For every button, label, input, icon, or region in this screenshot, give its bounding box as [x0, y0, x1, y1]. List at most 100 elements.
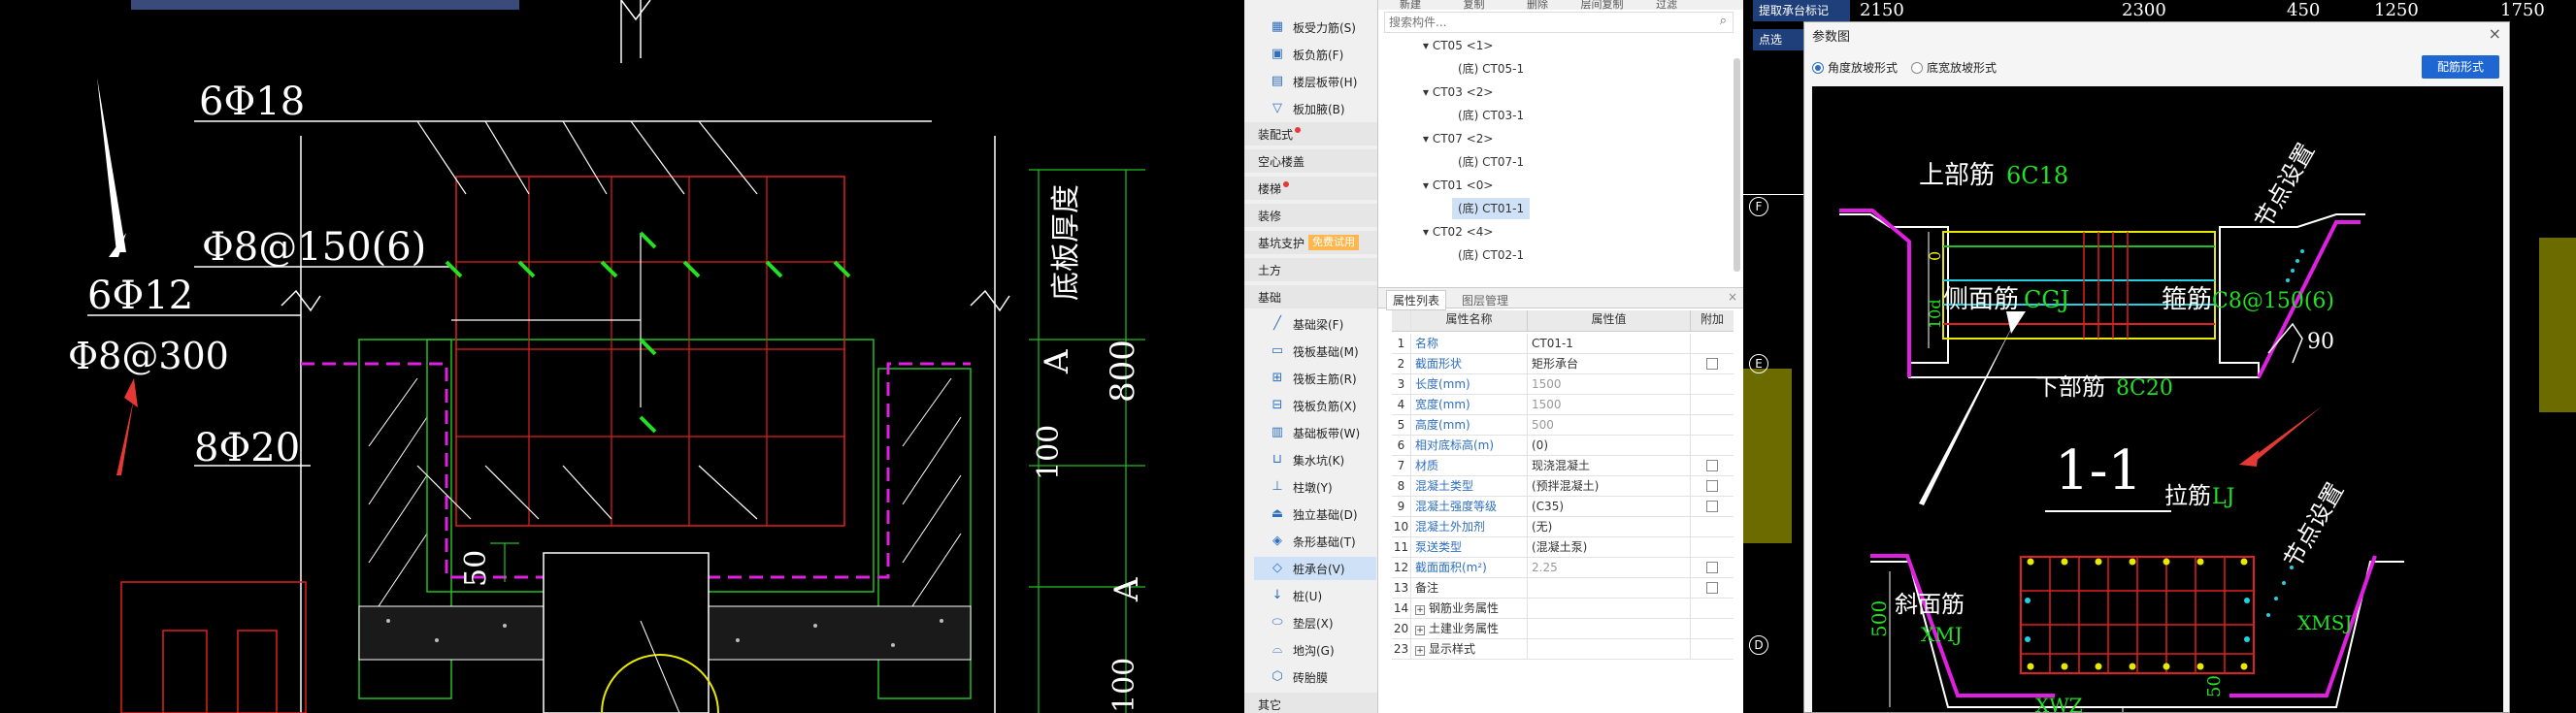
category-hollow-floor[interactable]: 空心楼盖: [1244, 149, 1377, 173]
tool-item-strip-footing[interactable]: ◈条形基础(T): [1254, 530, 1376, 553]
tree-item-ct02-1[interactable]: (底) CT02-1: [1458, 248, 1525, 262]
add-checkbox[interactable]: [1706, 358, 1718, 370]
tool-item-column-pier[interactable]: ⊥柱墩(Y): [1254, 475, 1376, 499]
tool-item-raft-foundation[interactable]: ▭筏板基础(M): [1271, 343, 1359, 359]
category-prefab[interactable]: 装配式: [1244, 122, 1377, 146]
tab-properties[interactable]: 属性列表: [1386, 290, 1447, 310]
close-icon[interactable]: ×: [2488, 24, 2501, 43]
prop-add-cell: [1691, 476, 1734, 496]
free-trial-tag[interactable]: 免费试用: [1308, 235, 1360, 250]
add-checkbox[interactable]: [1706, 562, 1718, 573]
strip-footing-icon: ◈: [1272, 534, 1282, 548]
tool-item-trench[interactable]: ⌓地沟(G): [1254, 638, 1376, 662]
prop-value[interactable]: (0): [1528, 436, 1691, 455]
category-other[interactable]: 其它: [1244, 693, 1377, 713]
prop-value[interactable]: 矩形承台: [1528, 354, 1691, 373]
toolbar-filter[interactable]: 过滤: [1656, 0, 1677, 10]
prop-value[interactable]: 现浇混凝土: [1528, 456, 1691, 475]
tree-item-ct03-1[interactable]: (底) CT03-1: [1458, 109, 1525, 122]
prop-value[interactable]: 1500: [1528, 374, 1691, 394]
prop-value[interactable]: (预拌混凝土): [1528, 476, 1691, 496]
prop-value[interactable]: [1528, 619, 1691, 638]
tree-group-ct05[interactable]: ▾ CT05 <1>: [1423, 39, 1494, 52]
radio-bottom-width-slope[interactable]: 底宽放坡形式: [1911, 59, 1997, 76]
tool-item-isolated-footing[interactable]: ⏏独立基础(D): [1271, 506, 1358, 522]
prop-value[interactable]: CT01-1: [1528, 334, 1691, 353]
tool-item-slab-rebar[interactable]: ▦板受力筋(S): [1271, 19, 1356, 35]
tab-layers[interactable]: 图层管理: [1462, 294, 1509, 308]
category-stairs[interactable]: 楼梯: [1244, 177, 1377, 200]
tool-item-raft-negative-rebar[interactable]: ⊟筏板负筋(X): [1254, 394, 1376, 417]
config-rebar-button[interactable]: 配筋形式: [2422, 55, 2499, 79]
prop-value[interactable]: [1528, 578, 1691, 598]
prop-value[interactable]: (混凝土泵): [1528, 537, 1691, 557]
tool-item-slab-haunch[interactable]: ▽板加腋(B): [1254, 97, 1376, 120]
prop-value[interactable]: 2.25: [1528, 558, 1691, 577]
search-input[interactable]: [1385, 13, 1696, 32]
tree-item-ct05-1[interactable]: (底) CT05-1: [1458, 62, 1525, 76]
add-checkbox[interactable]: [1706, 501, 1718, 512]
toolbar-new[interactable]: 新建: [1400, 0, 1421, 10]
tree-item-ct01-1-selected[interactable]: (底) CT01-1: [1452, 198, 1531, 219]
add-checkbox[interactable]: [1706, 460, 1718, 471]
search-icon[interactable]: ⌕: [1719, 14, 1727, 28]
tool-item-foundation-band[interactable]: ▥基础板带(W): [1271, 425, 1361, 440]
tool-item-sump-pit[interactable]: ⊔集水坑(K): [1254, 448, 1376, 471]
category-foundation[interactable]: 基础: [1244, 285, 1377, 308]
table-row[interactable]: 14+钢筋业务属性: [1392, 599, 1734, 619]
add-checkbox[interactable]: [1706, 480, 1718, 492]
tree-item-ct07-1[interactable]: (底) CT07-1: [1458, 155, 1525, 169]
prop-value[interactable]: 500: [1528, 415, 1691, 435]
tree-group-ct01[interactable]: ▾ CT01 <0>: [1423, 178, 1494, 192]
tree-scrollbar[interactable]: [1734, 58, 1740, 272]
tool-item-pile[interactable]: ↓桩(U): [1254, 584, 1376, 607]
tool-item-floor-slab-band[interactable]: ▤楼层板带(H): [1271, 74, 1358, 89]
close-icon[interactable]: ×: [1727, 290, 1737, 304]
prop-name: 名称: [1411, 334, 1528, 353]
radio-angle-slope[interactable]: 角度放坡形式: [1812, 59, 1898, 76]
tool-item-raft-main-rebar[interactable]: ⊞筏板主筋(R): [1254, 367, 1376, 390]
tool-item-foundation-beam[interactable]: ╱基础梁(F): [1254, 312, 1376, 336]
prop-value[interactable]: (C35): [1528, 497, 1691, 516]
category-pit-support[interactable]: 基坑支护免费试用: [1244, 231, 1377, 254]
prop-value[interactable]: (无): [1528, 517, 1691, 536]
table-row[interactable]: 23+显示样式: [1392, 639, 1734, 660]
toolbar-copy[interactable]: 复制: [1463, 0, 1485, 10]
tool-item-pile-cap[interactable]: ◇桩承台(V): [1254, 557, 1376, 580]
expand-icon[interactable]: +: [1415, 646, 1425, 656]
prop-value[interactable]: [1528, 599, 1691, 618]
extract-cap-mark-button[interactable]: 提取承台标记: [1753, 0, 1850, 21]
category-earthwork[interactable]: 土方: [1244, 258, 1377, 281]
chevron-down-icon: ▾: [1423, 178, 1433, 192]
table-row[interactable]: 20+土建业务属性: [1392, 619, 1734, 639]
tool-item-slab-negative-rebar[interactable]: ▣板负筋(F): [1271, 47, 1344, 62]
add-checkbox[interactable]: [1706, 582, 1718, 594]
toolbar-delete[interactable]: 删除: [1527, 0, 1548, 10]
tool-item-brick-mold[interactable]: ⬡砖胎膜: [1254, 665, 1376, 689]
toolbar-layer-copy[interactable]: 层间复制: [1580, 0, 1624, 10]
tree-group-ct03[interactable]: ▾ CT03 <2>: [1423, 85, 1494, 99]
category-decoration[interactable]: 装修: [1244, 204, 1377, 227]
tree-group-ct07[interactable]: ▾ CT07 <2>: [1423, 132, 1494, 146]
prop-value[interactable]: 1500: [1528, 395, 1691, 414]
tool-item-cushion[interactable]: ⬭垫层(X): [1254, 611, 1376, 634]
tree-group-ct02[interactable]: ▾ CT02 <4>: [1423, 225, 1494, 239]
prop-value[interactable]: [1528, 639, 1691, 659]
click-select-button[interactable]: 点选: [1753, 29, 1803, 50]
expand-icon[interactable]: +: [1415, 605, 1425, 615]
cad-drawing-area[interactable]: 6Φ18 Φ8@150(6) 6Φ12 Φ8@300 8Φ20 800 100 …: [0, 0, 1244, 713]
expand-icon[interactable]: +: [1415, 626, 1425, 635]
